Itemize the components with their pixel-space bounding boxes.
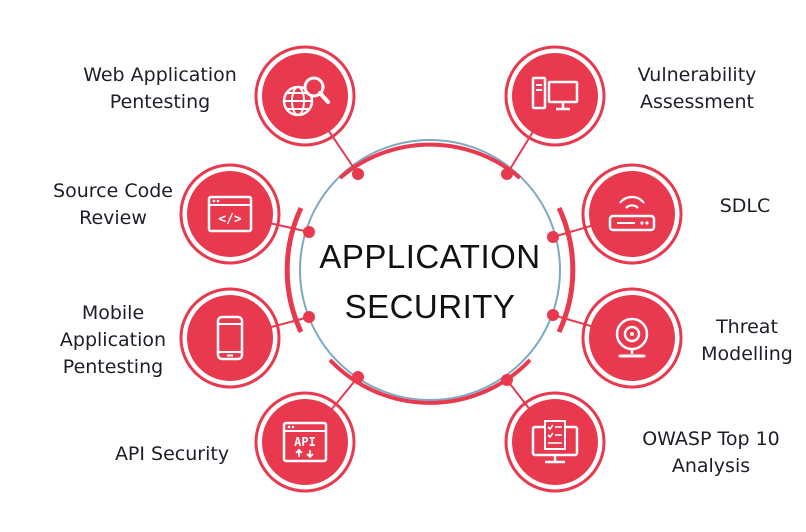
node-outer-ring (504, 391, 606, 493)
ring-dot-mobile-application-pentesting (303, 311, 315, 323)
node-disc (589, 295, 675, 381)
label-line: Application (59, 329, 167, 351)
label-line: API Security (114, 443, 230, 465)
label-line: OWASP Top 10 (642, 428, 780, 450)
connector-threat-modelling (552, 314, 597, 329)
label-source-code-review: Source Code Review (38, 178, 188, 232)
label-line: Assessment (640, 91, 754, 113)
nodes: </> API (179, 45, 683, 493)
smartphone-icon (216, 315, 244, 361)
node-outer-ring (254, 391, 356, 493)
label-owasp-top-10-analysis: OWASP Top 10 Analysis (622, 426, 800, 480)
label-line: Review (79, 207, 147, 229)
ring-arc-left (284, 206, 304, 334)
svg-text:</>: </> (218, 212, 242, 227)
label-mobile-application-pentesting: Mobile Application Pentesting (38, 300, 188, 381)
webcam-icon (615, 317, 649, 358)
connector-web-application-pentesting (328, 130, 359, 175)
label-vulnerability-assessment: Vulnerability Assessment (612, 62, 782, 116)
label-line: Source Code (53, 180, 173, 202)
ring-dot-sdlc (547, 231, 559, 243)
label-line: Mobile (81, 302, 145, 324)
connector-source-code-review (265, 221, 310, 233)
label-line: Threat (716, 316, 778, 338)
center-title-line-2: SECURITY (344, 288, 516, 325)
node-outer-ring (581, 287, 683, 389)
center-title-line-1: APPLICATION (319, 238, 541, 275)
node-outer-ring (504, 45, 606, 147)
connector-sdlc (552, 223, 597, 238)
desktop-computer-icon (531, 76, 579, 111)
ring-dot-threat-modelling (547, 309, 559, 321)
report-monitor-icon (531, 420, 579, 464)
api-window-icon: API (282, 421, 328, 463)
label-line: Modelling (701, 343, 793, 365)
node-mobile-application-pentesting (179, 287, 281, 389)
node-source-code-review: </> (179, 163, 281, 265)
node-disc (262, 399, 348, 485)
ring-dot-vulnerability-assessment (501, 168, 513, 180)
center-ring (299, 139, 561, 401)
node-sdlc (581, 163, 683, 265)
ring-arc-top (338, 142, 522, 180)
api-icon-text: API (294, 435, 316, 449)
node-disc (589, 171, 675, 257)
code-window-icon: </> (207, 195, 253, 233)
ring-dot-owasp-top-10-analysis (501, 374, 513, 386)
label-line: Vulnerability (637, 64, 757, 86)
ring-dot-api-security (352, 371, 364, 383)
ring-dot-source-code-review (303, 226, 315, 238)
router-icon (608, 195, 656, 232)
label-line: Analysis (671, 455, 751, 477)
label-line: Pentesting (62, 356, 164, 378)
node-disc (187, 171, 273, 257)
label-line: Web Application (83, 64, 237, 86)
node-disc (262, 53, 348, 139)
globe-search-icon (282, 76, 330, 117)
label-api-security: API Security (92, 441, 252, 468)
node-outer-ring (581, 163, 683, 265)
node-outer-ring (179, 287, 281, 389)
label-sdlc: SDLC (700, 193, 790, 220)
connector-mobile-application-pentesting (265, 316, 310, 330)
node-disc (187, 295, 273, 381)
node-outer-ring (179, 163, 281, 265)
center-title: APPLICATION SECURITY (300, 232, 560, 332)
label-threat-modelling: Threat Modelling (692, 314, 802, 368)
ring-dot-web-application-pentesting (352, 168, 364, 180)
label-web-application-pentesting: Web Application Pentesting (70, 62, 250, 116)
node-disc (512, 53, 598, 139)
label-line: SDLC (719, 195, 771, 217)
connector-api-security (328, 376, 359, 414)
node-threat-modelling (581, 287, 683, 389)
label-line: Pentesting (109, 91, 211, 113)
ring-arc-right (556, 206, 576, 334)
connectors (265, 130, 597, 415)
node-owasp-top-10-analysis (504, 391, 606, 493)
node-vulnerability-assessment (504, 45, 606, 147)
node-outer-ring (254, 45, 356, 147)
node-web-application-pentesting (254, 45, 356, 147)
node-api-security: API (254, 391, 356, 493)
